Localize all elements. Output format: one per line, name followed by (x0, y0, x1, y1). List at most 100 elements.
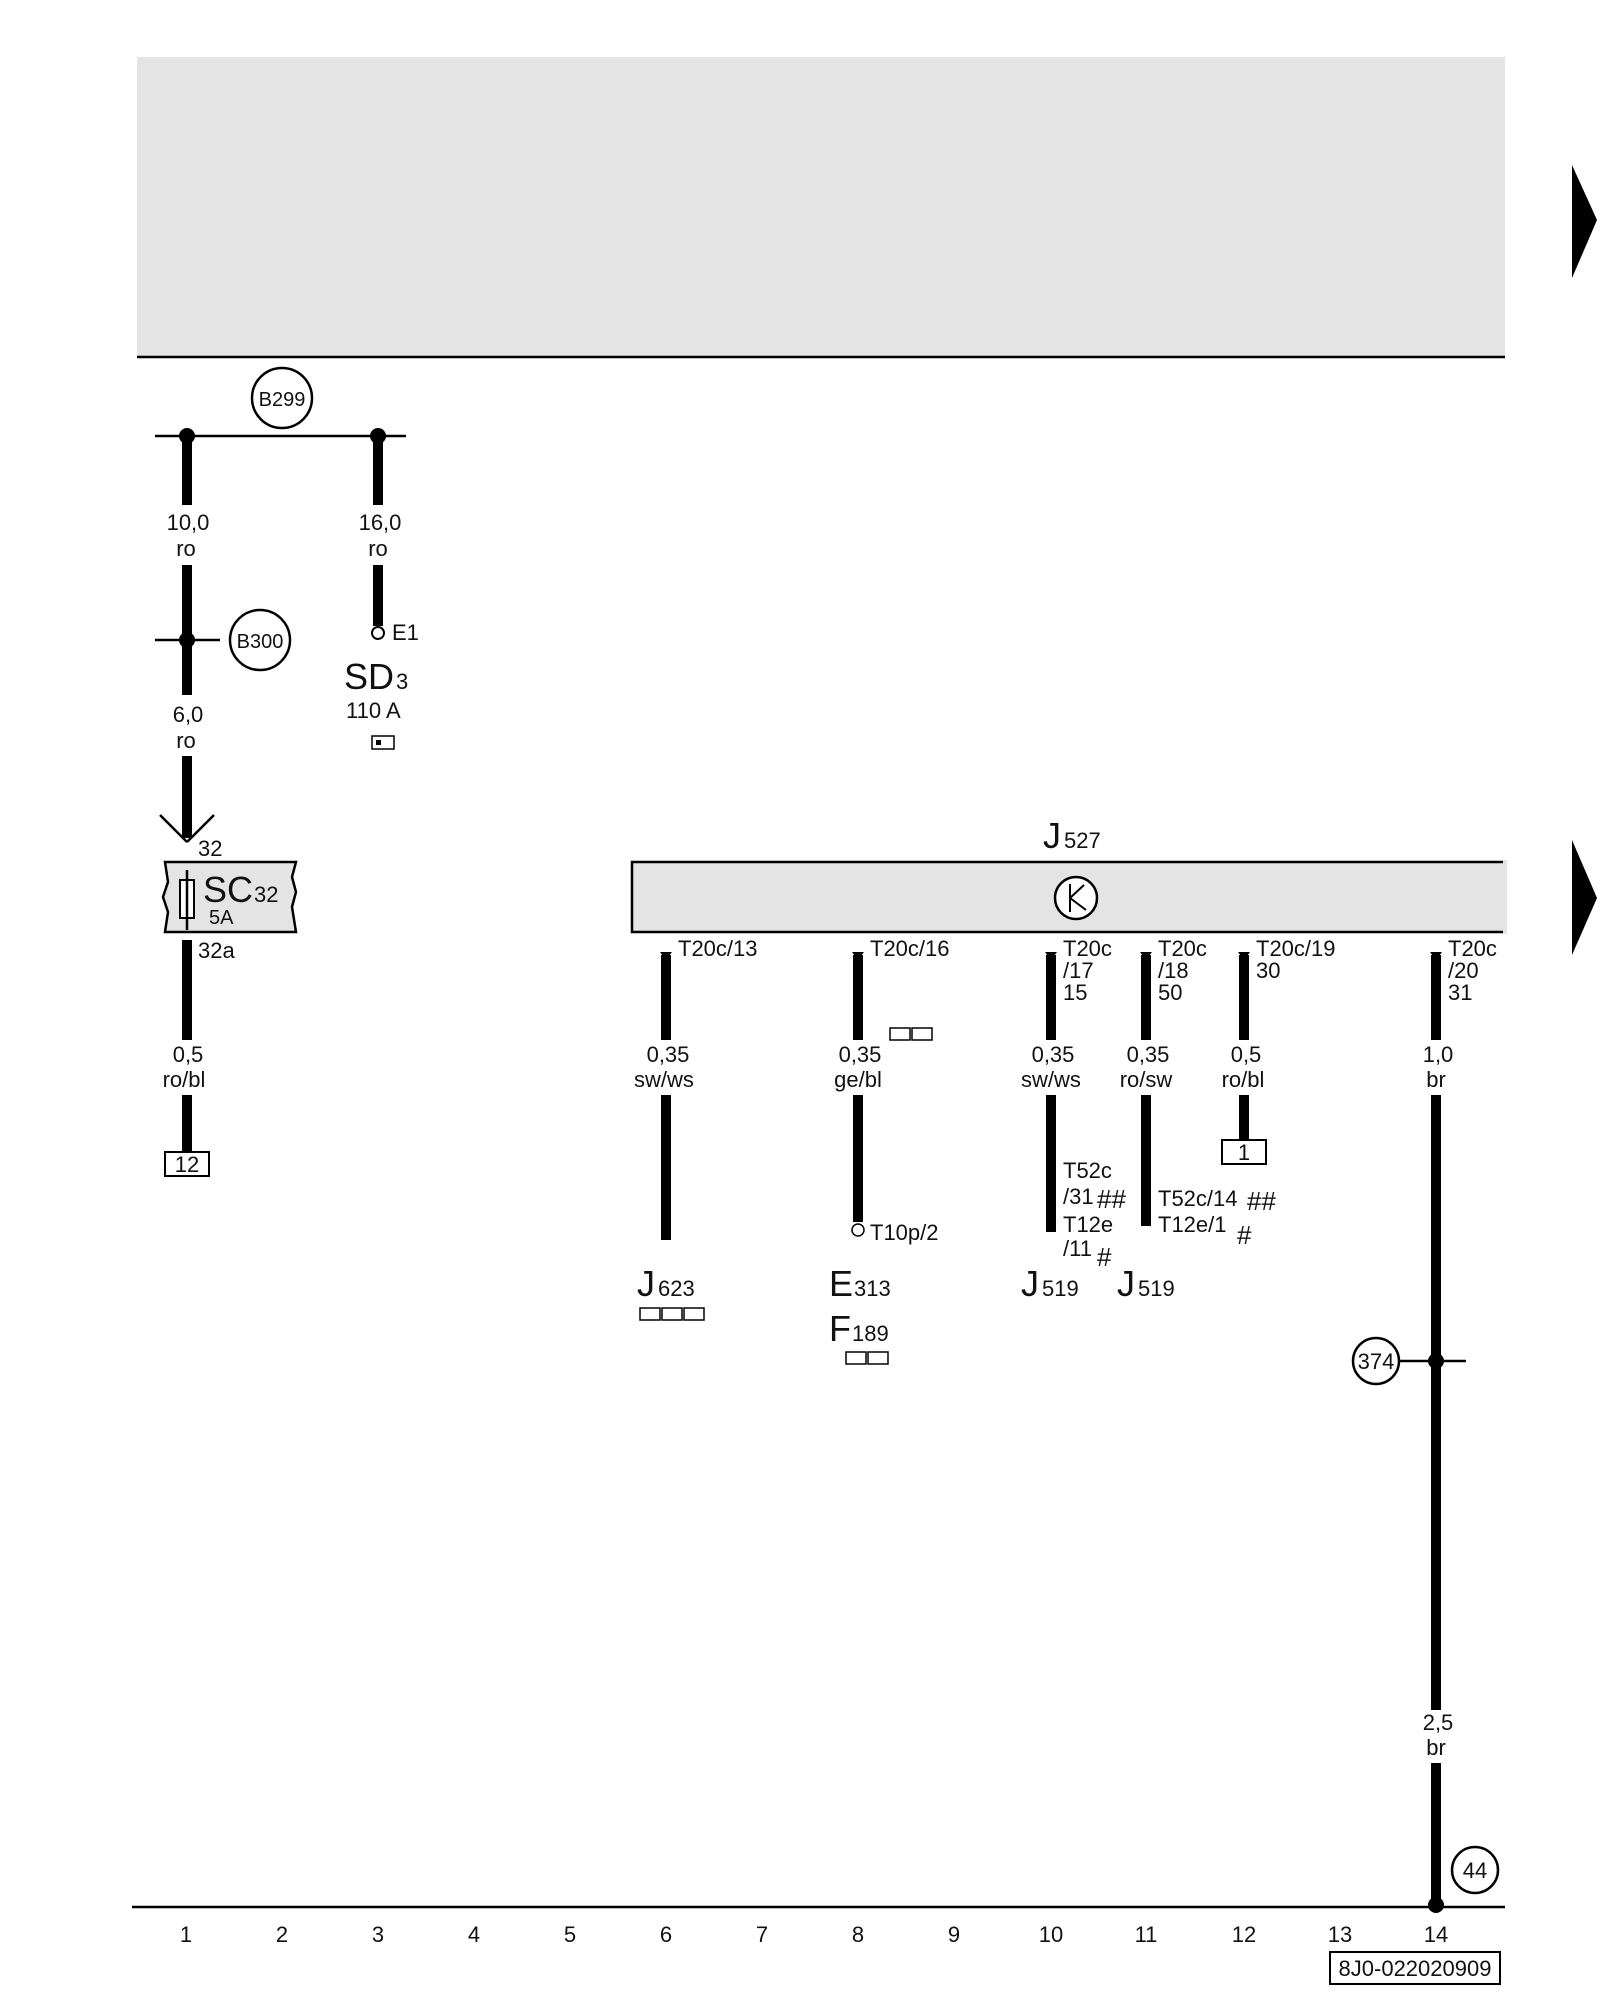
node-44-label: 44 (1463, 1858, 1487, 1883)
pin-label: T20c/16 (870, 936, 950, 961)
pin-label: T10p/2 (870, 1220, 939, 1245)
column-number: 7 (756, 1922, 768, 1947)
diagram-code-box (1329, 1951, 1501, 1985)
pin-label: 15 (1063, 980, 1087, 1005)
wire-color-label: ro (368, 536, 388, 561)
column-number: 1 (180, 1922, 192, 1947)
component-j623-main: J (637, 1263, 655, 1304)
diagram-code: 8J0-022020909 (1339, 1956, 1492, 1981)
wire-size-label: 0,35 (647, 1042, 690, 1067)
component-j623-sub: 623 (658, 1276, 695, 1301)
component-e313-sub: 313 (854, 1276, 891, 1301)
node-b300 (228, 608, 292, 672)
header-panel (137, 57, 1505, 357)
wire-color-label: ro (176, 536, 196, 561)
wire-size-label: 1,0 (1423, 1042, 1454, 1067)
wire-size-label: 0,35 (1032, 1042, 1075, 1067)
column-number: 9 (948, 1922, 960, 1947)
column-number: 2 (276, 1922, 288, 1947)
wire-color-label: br (1426, 1735, 1446, 1760)
wire-size-label: 6,0 (173, 702, 204, 727)
pin-label: /17 (1063, 958, 1094, 983)
location-icon (845, 1351, 889, 1365)
node-b299 (250, 366, 314, 430)
pin-label: T12e/1 (1158, 1212, 1227, 1237)
component-sc32-main: SC (203, 869, 253, 910)
wire-size-label: 10,0 (167, 510, 210, 535)
location-icon (889, 1027, 933, 1041)
wire-size-label: 2,5 (1423, 1710, 1454, 1735)
pin-label: T52c (1063, 1158, 1112, 1183)
ref-box-12-label[interactable]: 12 (175, 1152, 199, 1177)
pin-label: T12e (1063, 1212, 1113, 1237)
junction-dot (179, 632, 195, 648)
component-f189-main: F (829, 1308, 851, 1349)
wire-color-label: ro/bl (163, 1067, 206, 1092)
wire-color-label: sw/ws (634, 1067, 694, 1092)
terminal-icon (371, 626, 385, 640)
pin-label: /18 (1158, 958, 1189, 983)
pin-label: T20c/19 (1256, 936, 1336, 961)
pin-label: 50 (1158, 980, 1182, 1005)
wire-size-label: 0,35 (1127, 1042, 1170, 1067)
wire-color-label: ge/bl (834, 1067, 882, 1092)
transistor-icon (1053, 875, 1099, 921)
fuse-holder-sc32 (161, 860, 298, 934)
wire-size-label: 0,35 (839, 1042, 882, 1067)
connector-mark (186, 814, 215, 843)
pin-label: /20 (1448, 958, 1479, 983)
node-b299-label: B299 (259, 389, 306, 411)
pin-label: T20c/13 (678, 936, 758, 961)
junction-dot (1428, 1353, 1444, 1369)
wire-color-label: ro/sw (1120, 1067, 1173, 1092)
ref-box-1-label[interactable]: 1 (1238, 1140, 1250, 1165)
component-j519a-main: J (1021, 1263, 1039, 1304)
column-index: 1 2 3 4 5 6 7 8 9 10 11 12 13 14 (180, 1922, 1448, 1947)
component-j527-sub: 527 (1064, 828, 1101, 853)
variant-mark: # (1237, 1220, 1252, 1250)
pin-label: 31 (1448, 980, 1472, 1005)
continue-arrow-icon[interactable] (1572, 165, 1597, 278)
junction-dot (1428, 1897, 1444, 1913)
column-number: 10 (1039, 1922, 1063, 1947)
transistor-icon (1069, 884, 1085, 899)
component-j519a-sub: 519 (1042, 1276, 1079, 1301)
node-b300-label: B300 (237, 631, 284, 653)
location-icon (371, 735, 395, 750)
pin-label: T20c (1063, 936, 1112, 961)
wire-size-label: 0,5 (173, 1042, 204, 1067)
component-j519b-main: J (1117, 1263, 1135, 1304)
column-number: 5 (564, 1922, 576, 1947)
variant-mark: ## (1097, 1184, 1126, 1214)
column-number: 11 (1135, 1922, 1158, 1947)
pin-label: T20c (1158, 936, 1207, 961)
column-number: 6 (660, 1922, 672, 1947)
component-sc32-sub: 32 (254, 882, 278, 907)
continue-arrow-icon[interactable] (1572, 840, 1597, 955)
wire-color-label: sw/ws (1021, 1067, 1081, 1092)
location-icon (639, 1307, 705, 1321)
component-e313-main: E (829, 1263, 853, 1304)
terminal-icon (851, 1223, 865, 1237)
pin-label: 30 (1256, 958, 1280, 983)
wire-size-label: 16,0 (359, 510, 402, 535)
wire-size-label: 0,5 (1231, 1042, 1262, 1067)
column-number: 3 (372, 1922, 384, 1947)
connector-mark (159, 814, 188, 843)
wire-color-label: ro (176, 728, 196, 753)
pin-label: E1 (392, 620, 419, 645)
column-number: 8 (852, 1922, 864, 1947)
component-j519b-sub: 519 (1138, 1276, 1175, 1301)
component-sd3-sub: 3 (396, 669, 408, 694)
node-44 (1450, 1845, 1500, 1895)
pin-label: /31 (1063, 1184, 1094, 1209)
pin-label: T20c (1448, 936, 1497, 961)
ref-box-12[interactable] (164, 1151, 210, 1177)
ref-box-1[interactable] (1221, 1139, 1267, 1165)
component-f189-sub: 189 (852, 1321, 889, 1346)
component-sc32-rating: 5A (209, 907, 234, 929)
component-j527-main: J (1043, 815, 1061, 856)
column-number: 12 (1232, 1922, 1256, 1947)
wire-color-label: br (1426, 1067, 1446, 1092)
